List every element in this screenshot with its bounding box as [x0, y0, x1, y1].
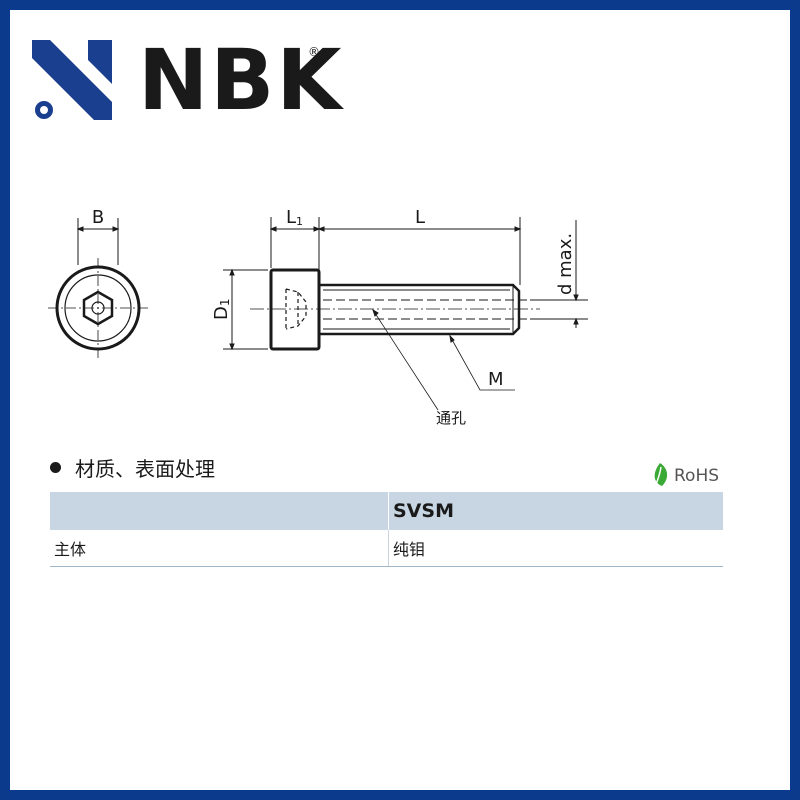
table-header-blank	[50, 492, 389, 530]
nbk-logo-icon	[32, 40, 112, 120]
bullet-icon	[50, 462, 61, 473]
product-card: NBK ®	[10, 10, 790, 790]
technical-drawing: B L1 L D1 d max. M 通孔	[48, 207, 588, 427]
dim-label-m: M	[488, 369, 504, 390]
through-hole-label: 通孔	[436, 409, 466, 427]
table-row: 主体 纯钼	[50, 530, 723, 567]
registered-mark: ®	[308, 45, 320, 59]
rohs-label: RoHS	[674, 466, 720, 486]
end-view	[48, 218, 148, 358]
leaf-icon	[653, 463, 668, 490]
dim-label-d1: D1	[211, 298, 232, 320]
section-title-text: 材质、表面处理	[75, 457, 215, 481]
table-header-model: SVSM	[388, 492, 723, 530]
dim-label-l: L	[415, 207, 425, 228]
brand-name: NBK	[138, 31, 344, 129]
rohs-badge: RoHS	[650, 462, 719, 490]
side-view	[223, 217, 588, 411]
dim-label-d-max: d max.	[555, 233, 576, 295]
material-table: SVSM 主体 纯钼	[50, 492, 723, 567]
dim-label-b: B	[92, 207, 104, 228]
dim-label-l1: L1	[286, 207, 303, 228]
section-title: 材质、表面处理	[50, 453, 215, 482]
table-header-row: SVSM	[50, 492, 723, 530]
table-cell-material: 纯钼	[388, 530, 723, 567]
table-cell-part: 主体	[50, 530, 389, 567]
